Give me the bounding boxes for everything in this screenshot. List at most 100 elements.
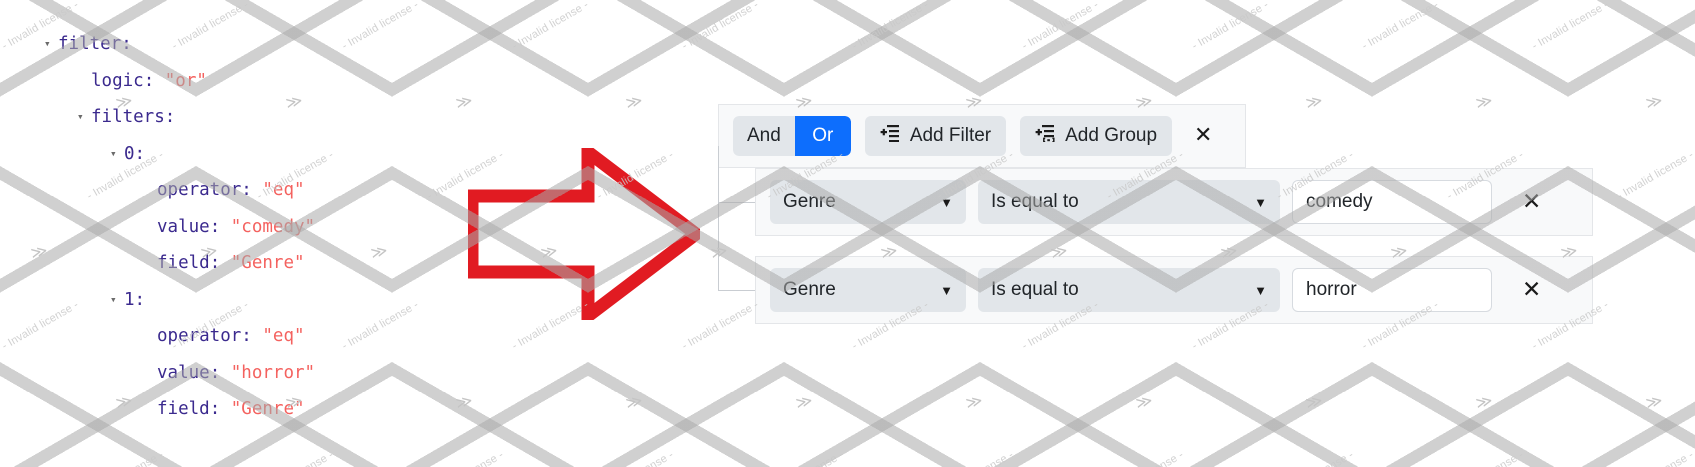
field-select[interactable]: Genre ▼ xyxy=(770,268,966,312)
watermark-text: - Invalid license - xyxy=(1275,449,1356,467)
json-key: field xyxy=(157,253,210,273)
value-input[interactable] xyxy=(1292,268,1492,312)
logic-button-or[interactable]: Or xyxy=(794,116,851,156)
watermark-logo-icon: ≫ xyxy=(964,392,985,413)
operator-select[interactable]: Is equal to ▼ xyxy=(978,180,1280,224)
add-group-icon xyxy=(1035,124,1055,148)
watermark-text: - Invalid license - xyxy=(1105,449,1186,467)
tree-spacer xyxy=(143,209,157,246)
collapse-triangle-icon[interactable]: ▾ xyxy=(110,146,117,160)
json-colon: : xyxy=(209,362,221,383)
json-key: value xyxy=(157,216,210,237)
watermark-text: - Invalid license - xyxy=(850,0,931,53)
remove-filter-button[interactable]: ✕ xyxy=(1522,276,1542,303)
json-tree-line: value: "horror" xyxy=(0,355,460,392)
watermark-logo-icon: ≫ xyxy=(624,392,645,413)
watermark-text: - Invalid license - xyxy=(1615,148,1695,203)
filter-row: Genre ▼ Is equal to ▼ ✕ xyxy=(755,256,1593,324)
watermark-text: - Invalid license - xyxy=(1190,0,1271,53)
json-key: 1 xyxy=(124,289,135,310)
chevron-down-icon: ▼ xyxy=(1254,282,1267,298)
chevron-down-icon: ▼ xyxy=(940,194,953,210)
json-string-value: "Genre" xyxy=(220,399,305,419)
json-key: operator xyxy=(157,326,242,346)
tree-spacer xyxy=(143,245,157,282)
json-key: 0 xyxy=(124,143,135,164)
watermark-logo-icon: ≫ xyxy=(1644,92,1665,113)
watermark-text: - Invalid license - xyxy=(1530,0,1611,53)
watermark-logo-icon: ≫ xyxy=(1474,392,1495,413)
collapse-triangle-icon[interactable]: ▾ xyxy=(44,37,51,50)
json-tree-line: logic: "or" xyxy=(0,63,460,100)
json-colon: : xyxy=(121,34,132,54)
json-colon: : xyxy=(164,107,176,127)
value-input[interactable] xyxy=(1292,180,1492,224)
json-string-value: "eq" xyxy=(251,180,305,200)
json-string-value: "eq" xyxy=(251,326,305,346)
add-group-label: Add Group xyxy=(1065,125,1158,146)
collapse-triangle-icon[interactable]: ▾ xyxy=(77,110,84,123)
json-colon: : xyxy=(241,180,252,200)
json-colon: : xyxy=(241,326,252,346)
arrow-right-icon xyxy=(465,138,707,330)
watermark-text: - Invalid license - xyxy=(1615,449,1695,467)
json-string-value: "Genre" xyxy=(220,253,305,273)
chevron-down-icon: ▼ xyxy=(1254,194,1267,210)
json-colon: : xyxy=(143,70,155,91)
filter-row: Genre ▼ Is equal to ▼ ✕ xyxy=(755,168,1593,236)
json-tree-line: ▾ 0: xyxy=(0,136,460,173)
filter-builder: And Or Add Filter xyxy=(718,104,1593,328)
json-tree-line: operator: "eq" xyxy=(0,172,460,209)
add-group-button[interactable]: Add Group xyxy=(1020,116,1173,156)
watermark-text: - Invalid license - xyxy=(765,449,846,467)
json-colon: : xyxy=(134,289,146,310)
field-select[interactable]: Genre ▼ xyxy=(770,180,966,224)
json-colon: : xyxy=(209,253,221,273)
operator-select-value: Is equal to xyxy=(991,279,1079,300)
field-select-value: Genre xyxy=(783,279,836,300)
operator-select[interactable]: Is equal to ▼ xyxy=(978,268,1280,312)
json-colon: : xyxy=(134,143,146,164)
json-string-value: "or" xyxy=(154,70,207,91)
tree-spacer xyxy=(143,355,157,392)
json-tree-line: field: "Genre" xyxy=(0,245,460,282)
watermark-logo-icon: ≫ xyxy=(1474,92,1495,113)
tree-spacer xyxy=(143,391,157,428)
json-tree-line: ▾ filters: xyxy=(0,99,460,136)
watermark-text: - Invalid license - xyxy=(1020,0,1101,53)
json-string-value: "comedy" xyxy=(220,216,316,237)
json-tree-line: field: "Genre" xyxy=(0,391,460,428)
tree-connector-row-2 xyxy=(718,146,756,291)
json-tree-line: ▾ filter: xyxy=(0,26,460,63)
operator-select-value: Is equal to xyxy=(991,191,1079,212)
watermark-text: - Invalid license - xyxy=(680,0,761,53)
filter-rows: Genre ▼ Is equal to ▼ ✕ Genre ▼ Is equal… xyxy=(718,146,1593,328)
chevron-down-icon: ▼ xyxy=(940,282,953,298)
json-key: filters xyxy=(91,107,165,127)
watermark-logo-icon: ≫ xyxy=(624,92,645,113)
watermark-text: - Invalid license - xyxy=(595,449,676,467)
json-tree-line: value: "comedy" xyxy=(0,209,460,246)
json-string-value: "horror" xyxy=(220,362,316,383)
json-tree-viewer: ▾ filter: logic: "or" ▾ filters: ▾ 0: operato… xyxy=(0,0,460,467)
watermark-logo-icon: ≫ xyxy=(1134,392,1155,413)
watermark-text: - Invalid license - xyxy=(1360,0,1441,53)
remove-filter-button[interactable]: ✕ xyxy=(1522,188,1542,215)
json-key: field xyxy=(157,399,210,419)
tree-spacer xyxy=(77,63,91,100)
filter-group-toolbar: And Or Add Filter xyxy=(718,104,1246,168)
json-colon: : xyxy=(209,216,221,237)
watermark-logo-icon: ≫ xyxy=(1304,92,1325,113)
add-filter-icon xyxy=(880,124,900,148)
json-key: value xyxy=(157,362,210,383)
collapse-triangle-icon[interactable]: ▾ xyxy=(110,292,117,306)
close-group-button[interactable]: ✕ xyxy=(1194,123,1213,148)
json-tree-line: operator: "eq" xyxy=(0,318,460,355)
json-key: operator xyxy=(157,180,242,200)
tree-spacer xyxy=(143,318,157,355)
watermark-logo-icon: ≫ xyxy=(794,392,815,413)
json-key: filter xyxy=(58,34,122,54)
add-filter-label: Add Filter xyxy=(909,125,992,146)
add-filter-button[interactable]: Add Filter xyxy=(864,116,1007,156)
